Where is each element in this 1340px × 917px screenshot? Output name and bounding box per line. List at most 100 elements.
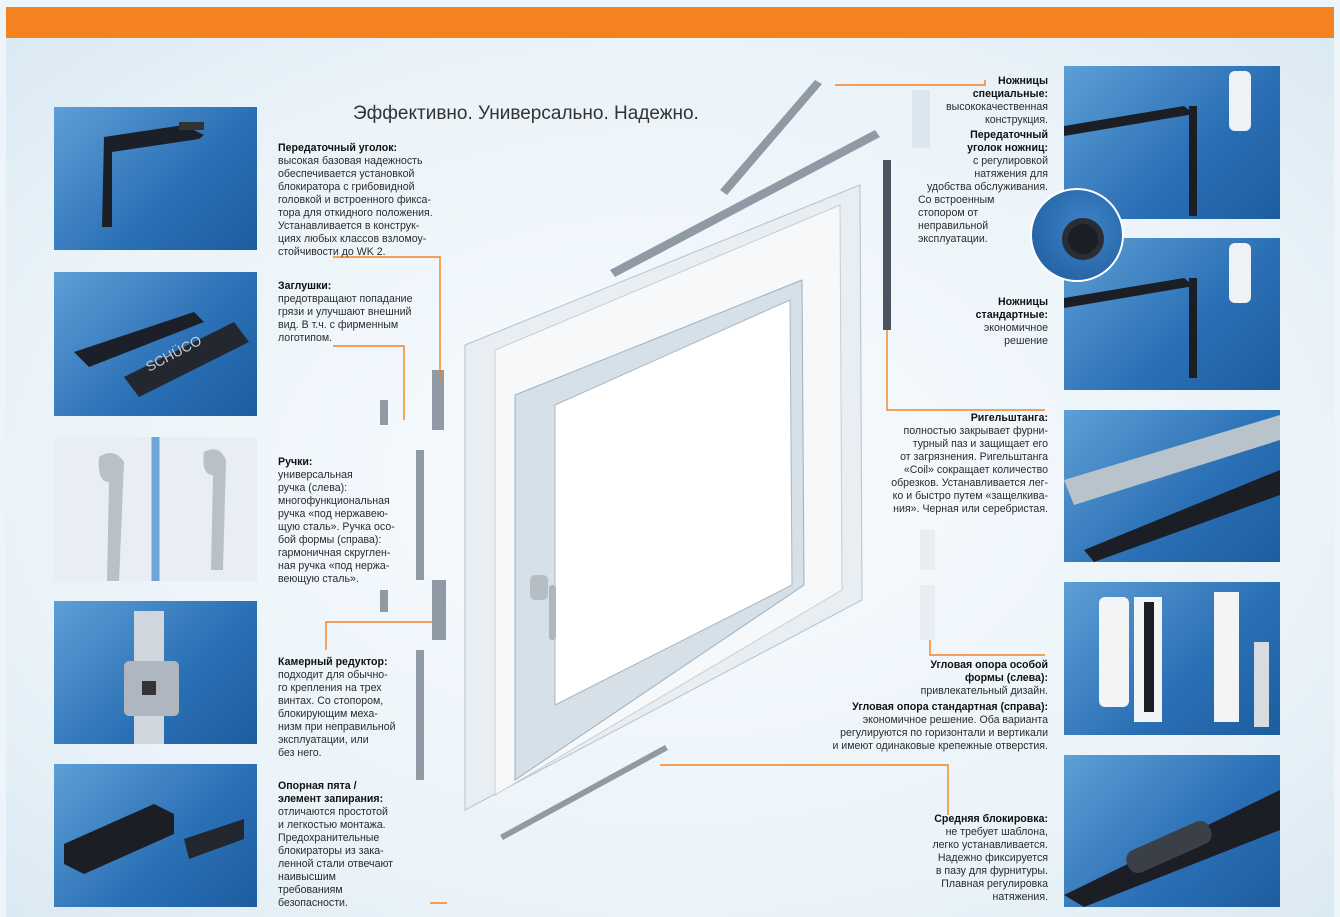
line: обрезков. Устанавливается лег- bbox=[891, 477, 1048, 489]
line: Со встроенным bbox=[918, 194, 995, 206]
line: ния». Черная или серебристая. bbox=[893, 503, 1048, 515]
line: высококачественная bbox=[945, 101, 1048, 113]
block-title: Угловая опора особой формы (слева): bbox=[930, 659, 1048, 684]
window-frame bbox=[464, 184, 863, 811]
block-title: Средняя блокировка: bbox=[934, 813, 1048, 825]
line: тора для откидного положения. bbox=[278, 207, 433, 219]
line: предотвращают попадание bbox=[278, 293, 413, 305]
photo-transfer-corner bbox=[54, 107, 257, 250]
line: привлекательный дизайн. bbox=[920, 685, 1048, 697]
photo-end-caps: SCHÜCO bbox=[54, 272, 257, 416]
line: конструкция. bbox=[984, 114, 1048, 126]
line: турный паз и защищает его bbox=[912, 438, 1048, 450]
line: натяжения. bbox=[992, 891, 1048, 903]
text-espagnolette: Ригельштанга: полностью закрывает фурни-… bbox=[868, 412, 1048, 516]
line: и имеют одинаковые крепежные отверстия. bbox=[832, 740, 1048, 752]
text-middle-locking: Средняя блокировка: не требует шаблона,л… bbox=[908, 813, 1048, 904]
line: обеспечивается установкой bbox=[278, 168, 415, 180]
line: головкой и встроенного фикса- bbox=[278, 194, 431, 206]
line: Плавная регулировка bbox=[941, 878, 1048, 890]
text-transfer-corner: Передаточный уголок: высокая базовая над… bbox=[278, 142, 448, 259]
window-handle bbox=[530, 575, 556, 640]
line: ная ручка «под нержа- bbox=[278, 560, 390, 572]
line: бой формы (справа): bbox=[278, 534, 382, 546]
line: вид. В т.ч. с фирменным bbox=[278, 319, 399, 331]
photo-middle-locking bbox=[1064, 755, 1280, 907]
text-gearbox: Камерный редуктор: подходит для обычно-г… bbox=[278, 656, 418, 760]
line: без него. bbox=[278, 747, 322, 759]
line: наивысшим требованиям bbox=[278, 871, 343, 896]
block-title: Заглушки: bbox=[278, 280, 332, 292]
line: натяжения для bbox=[974, 168, 1048, 180]
line: эксплуатации, или bbox=[278, 734, 369, 746]
line: экономичное решение. Оба варианта bbox=[862, 714, 1048, 726]
block-title: Камерный редуктор: bbox=[278, 656, 388, 668]
line: ручка (слева): bbox=[278, 482, 348, 494]
photo-espagnolette bbox=[1064, 410, 1280, 562]
line: в пазу для фурнитуры. bbox=[935, 865, 1048, 877]
line: регулируются по горизонтали и вертикали bbox=[840, 727, 1048, 739]
line: не требует шаблона, bbox=[945, 826, 1048, 838]
page-headline: Эффективно. Универсально. Надежно. bbox=[353, 103, 699, 124]
orange-header-band bbox=[6, 7, 1334, 38]
line: решение bbox=[1004, 335, 1048, 347]
line: логотипом. bbox=[278, 332, 333, 344]
line: высокая базовая надежность bbox=[278, 155, 423, 167]
line: го крепления на трех bbox=[278, 682, 382, 694]
line: «Coil» сокращает количество bbox=[903, 464, 1048, 476]
block-title: Ручки: bbox=[278, 456, 313, 468]
line: циях любых классов взломоу- bbox=[278, 233, 427, 245]
line: подходит для обычно- bbox=[278, 669, 388, 681]
text-corner-hinge-standard: Угловая опора стандартная (справа): экон… bbox=[808, 701, 1048, 753]
block-title: Ножницы специальные: bbox=[972, 75, 1048, 100]
photo-gearbox bbox=[54, 601, 257, 744]
line: Устанавливается в конструк- bbox=[278, 220, 420, 232]
block-title: Ножницы стандартные: bbox=[975, 296, 1048, 321]
line: ручка «под нержавею- bbox=[278, 508, 389, 520]
photo-handles bbox=[54, 437, 257, 581]
line: блокираторы из зака- bbox=[278, 845, 384, 857]
line: неправильной bbox=[918, 220, 989, 232]
line: стойчивости до WK 2. bbox=[278, 246, 386, 258]
block-title: Опорная пята / элемент запирания: bbox=[278, 780, 384, 805]
line: эксплуатации. bbox=[918, 233, 988, 245]
line: экономичное bbox=[983, 322, 1048, 334]
block-title: Ригельштанга: bbox=[970, 412, 1048, 424]
line: Надежно фиксируется bbox=[937, 852, 1048, 864]
line: многофункциональная bbox=[278, 495, 390, 507]
text-scissors-corner: Передаточный уголок ножниц: с регулировк… bbox=[908, 129, 1048, 194]
block-title: Угловая опора стандартная (справа): bbox=[852, 701, 1048, 713]
line: полностью закрывает фурни- bbox=[903, 425, 1048, 437]
text-corner-hinge-special: Угловая опора особой формы (слева): прив… bbox=[898, 659, 1048, 698]
line: от загрязнения. Ригельштанга bbox=[900, 451, 1048, 463]
line: веющую сталь». bbox=[278, 573, 359, 585]
hardware-parts bbox=[380, 80, 935, 840]
line: универсальная bbox=[278, 469, 353, 481]
line: удобства обслуживания. bbox=[926, 181, 1048, 193]
line: легко устанавливается. bbox=[932, 839, 1048, 851]
block-title: Передаточный уголок: bbox=[278, 142, 398, 154]
leader-lines bbox=[325, 80, 1045, 904]
line: грязи и улучшают внешний bbox=[278, 306, 412, 318]
line: с регулировкой bbox=[972, 155, 1048, 167]
text-locking-elements: Опорная пята / элемент запирания: отлича… bbox=[278, 780, 398, 910]
line: блокирующим меха- bbox=[278, 708, 378, 720]
line: винтах. Со стопором, bbox=[278, 695, 384, 707]
detail-inset-circle bbox=[1030, 188, 1124, 282]
line: и легкостью монтажа. bbox=[278, 819, 386, 831]
line: стопором от bbox=[918, 207, 979, 219]
photo-locking-elements bbox=[54, 764, 257, 907]
line: блокиратора с грибовидной bbox=[278, 181, 415, 193]
line: безопасности. bbox=[278, 897, 348, 909]
block-title: Передаточный уголок ножниц: bbox=[967, 129, 1048, 154]
line: отличаются простотой bbox=[278, 806, 388, 818]
line: низм при неправильной bbox=[278, 721, 396, 733]
line: Предохранительные bbox=[278, 832, 380, 844]
line: ленной стали отвечают bbox=[278, 858, 394, 870]
